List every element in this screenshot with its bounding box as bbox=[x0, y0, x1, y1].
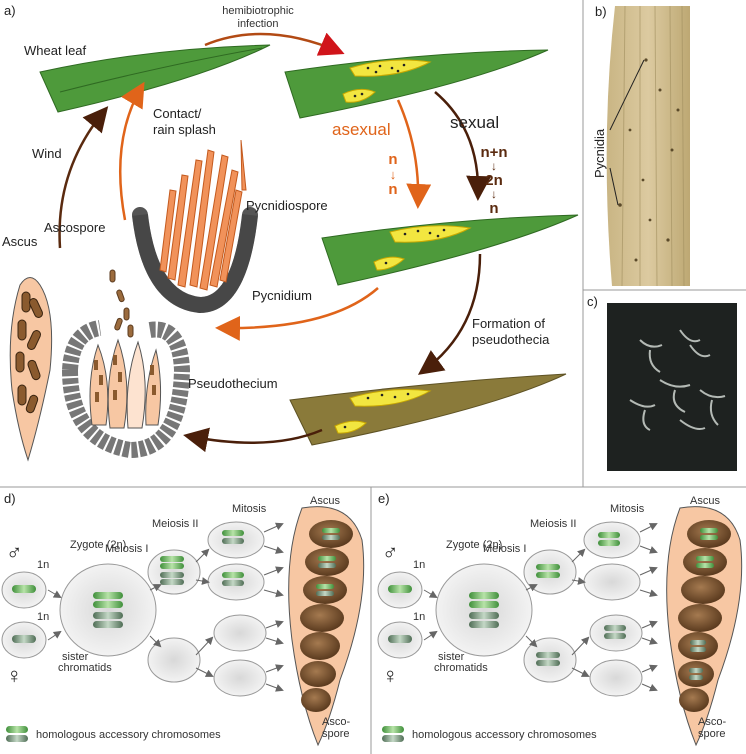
panel-e-label: e) bbox=[378, 491, 390, 506]
zygote-label: Zygote (2n) bbox=[70, 539, 126, 551]
lesion bbox=[349, 389, 432, 407]
ascus-left bbox=[9, 277, 53, 462]
panel-d-label: d) bbox=[4, 491, 16, 506]
pseudothecia-arrow bbox=[417, 253, 482, 375]
contact-arrow bbox=[118, 81, 145, 221]
germinating-spores bbox=[629, 329, 726, 431]
ascospore-label: Asco- bbox=[322, 716, 350, 728]
legend-label: homologous accessory chromosomes bbox=[36, 729, 221, 741]
ploidy-sexual-1: n+n bbox=[480, 144, 507, 161]
mitosis-label: Mitosis bbox=[610, 503, 645, 515]
pseudothecium bbox=[62, 320, 191, 459]
ploidy-sexual-5: n bbox=[489, 200, 498, 217]
ascospore-label-2: spore bbox=[322, 728, 350, 740]
asexual-return-arrow bbox=[215, 287, 379, 341]
panel-c-label: c) bbox=[587, 294, 598, 309]
sister-label: sister bbox=[62, 651, 89, 663]
female-symbol: ♀ bbox=[6, 663, 23, 688]
hemibiotrophic-label-1: hemibiotrophic bbox=[222, 5, 294, 17]
hemibiotrophic-label-2: infection bbox=[238, 18, 279, 30]
mitosis-label: Mitosis bbox=[232, 503, 267, 515]
lesion bbox=[349, 59, 432, 77]
wind-label: Wind bbox=[32, 146, 62, 161]
pseudothecium-label: Pseudothecium bbox=[188, 376, 278, 391]
pycnidium bbox=[132, 139, 258, 314]
ascus-label: Ascus bbox=[310, 495, 340, 507]
sexual-arrow bbox=[434, 91, 492, 201]
ascospore-label-2: spore bbox=[698, 728, 726, 740]
ploidy-asexual-1: n bbox=[388, 151, 397, 168]
legend-label: homologous accessory chromosomes bbox=[412, 729, 597, 741]
photo-leaf-pycnidia bbox=[606, 5, 690, 287]
one-n-label: 1n bbox=[37, 611, 49, 623]
male-symbol: ♂ bbox=[6, 540, 23, 565]
female-symbol: ♀ bbox=[382, 663, 399, 688]
one-n-label: 1n bbox=[37, 559, 49, 571]
flying-ascospores bbox=[109, 269, 134, 338]
formation-label-2: pseudothecia bbox=[472, 332, 550, 347]
ascospore-label: Ascospore bbox=[44, 220, 105, 235]
ploidy-asexual-3: n bbox=[388, 181, 397, 198]
lesion bbox=[373, 256, 405, 271]
meiosis-diagram-d: ♂ ♀ 1n 1n Zygote (2n) sister chromatids … bbox=[1, 495, 365, 747]
pycnidia-pointer bbox=[609, 167, 619, 206]
contact-label-1: Contact/ bbox=[153, 106, 202, 121]
male-symbol: ♂ bbox=[382, 540, 399, 565]
meiosis2-label: Meiosis II bbox=[530, 518, 576, 530]
chromatids-label: chromatids bbox=[58, 662, 112, 674]
sexual-label: sexual bbox=[450, 113, 499, 132]
lesion bbox=[334, 420, 367, 434]
ploidy-sexual-3: 2n bbox=[485, 172, 503, 189]
meiosis-diagram-e: ♂ ♀ 1n 1n Zygote (2n) sister chromatids … bbox=[377, 495, 743, 747]
sister-label: sister bbox=[438, 651, 465, 663]
pycnidia-label: Pycnidia bbox=[592, 128, 607, 178]
ascus-label: Ascus bbox=[690, 495, 720, 507]
meiosis2-label: Meiosis II bbox=[152, 518, 198, 530]
asexual-arrow bbox=[396, 99, 432, 209]
ploidy-sexual-2: ↓ bbox=[491, 159, 497, 173]
return-arrow bbox=[183, 427, 323, 453]
ascus-label: Ascus bbox=[2, 234, 38, 249]
ascospore-label: Asco- bbox=[698, 716, 726, 728]
wheat-leaf-dead bbox=[289, 373, 567, 446]
panel-a-label: a) bbox=[4, 3, 16, 18]
contact-label-2: rain splash bbox=[153, 122, 216, 137]
zygote-label: Zygote (2n) bbox=[446, 539, 502, 551]
meiosis1-label: Meiosis I bbox=[483, 543, 526, 555]
ploidy-asexual-2: ↓ bbox=[390, 167, 397, 182]
infection-arrow bbox=[204, 32, 345, 56]
pycnidiospore-label: Pycnidiospore bbox=[246, 198, 328, 213]
photo-spores bbox=[607, 303, 737, 471]
pycnidia-pointer bbox=[609, 59, 645, 131]
ploidy-sexual-4: ↓ bbox=[491, 187, 497, 201]
formation-label-1: Formation of bbox=[472, 316, 545, 331]
pycnidium-label: Pycnidium bbox=[252, 288, 312, 303]
chromatids-label: chromatids bbox=[434, 662, 488, 674]
asexual-label: asexual bbox=[332, 120, 391, 139]
wheat-leaf-label: Wheat leaf bbox=[24, 43, 87, 58]
one-n-label: 1n bbox=[413, 611, 425, 623]
one-n-label: 1n bbox=[413, 559, 425, 571]
lesion bbox=[342, 88, 376, 103]
meiosis1-label: Meiosis I bbox=[105, 543, 148, 555]
wind-arrow bbox=[58, 106, 109, 249]
panel-b-label: b) bbox=[595, 4, 607, 19]
